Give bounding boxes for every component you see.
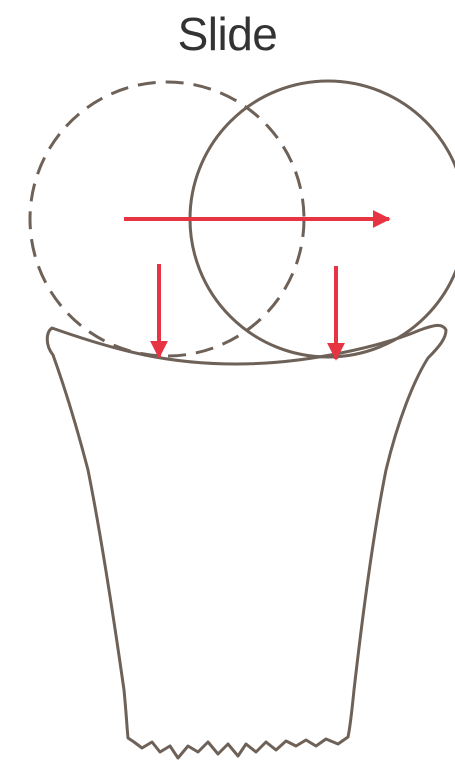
socket-outline bbox=[47, 325, 446, 758]
